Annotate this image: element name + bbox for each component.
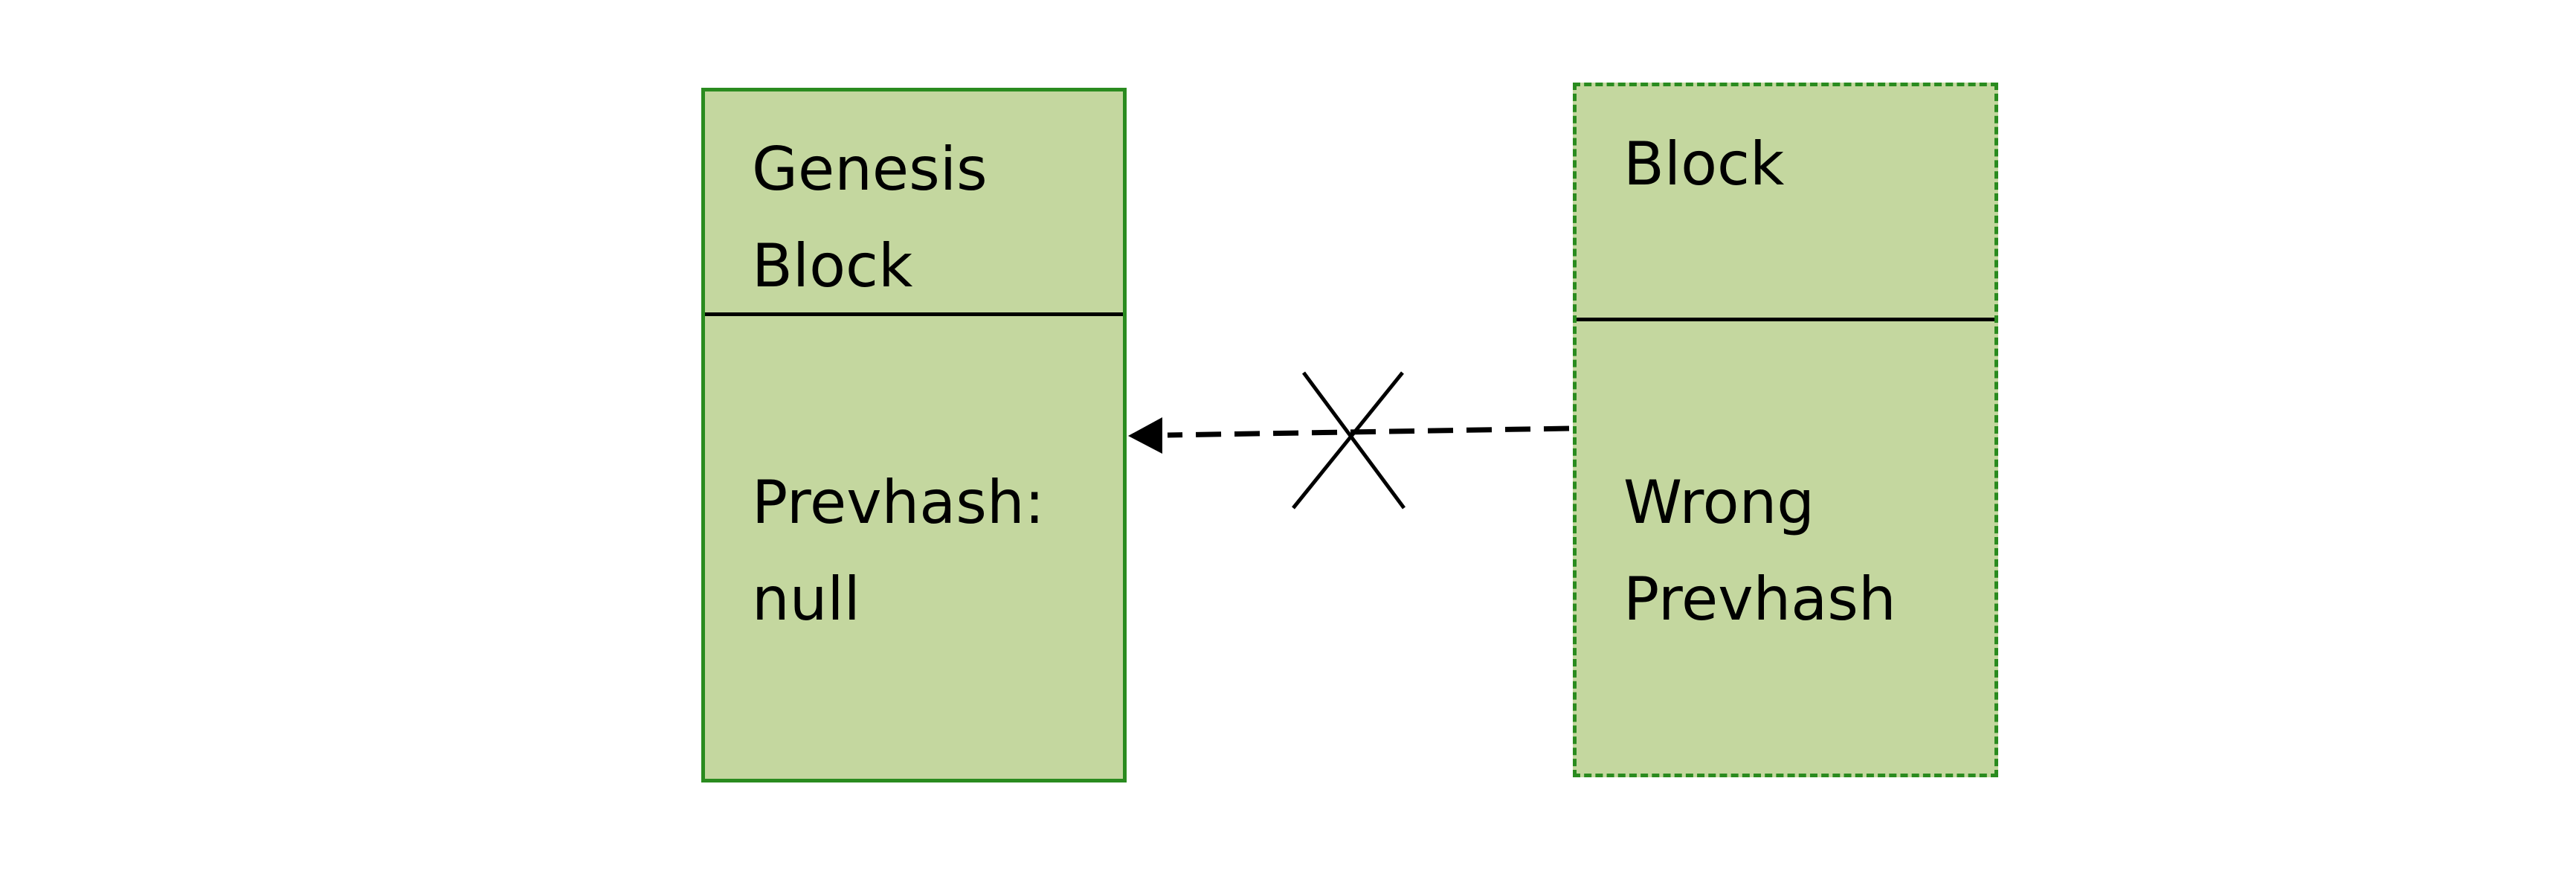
broken-link-cross-icon-stroke-2: [1292, 371, 1404, 510]
genesis-block-divider: [705, 312, 1123, 316]
arrowhead-icon: [1128, 417, 1162, 454]
dashed-link-line: [1167, 425, 1570, 438]
wrong-block-divider: [1577, 318, 1994, 321]
genesis-block-prevhash-value: null: [752, 565, 860, 634]
wrong-block-body-line-1: Wrong: [1623, 468, 1815, 537]
broken-link-cross-icon: [1301, 371, 1406, 510]
genesis-block-title-line-1: Genesis: [752, 135, 988, 204]
wrong-block-title: Block: [1623, 129, 1785, 199]
genesis-block: Genesis Block Prevhash: null: [701, 88, 1127, 782]
genesis-block-prevhash-label: Prevhash:: [752, 468, 1045, 537]
wrong-block-body-line-2: Prevhash: [1623, 565, 1896, 634]
wrong-block: Block Wrong Prevhash: [1573, 83, 1998, 777]
genesis-block-title-line-2: Block: [752, 231, 913, 300]
